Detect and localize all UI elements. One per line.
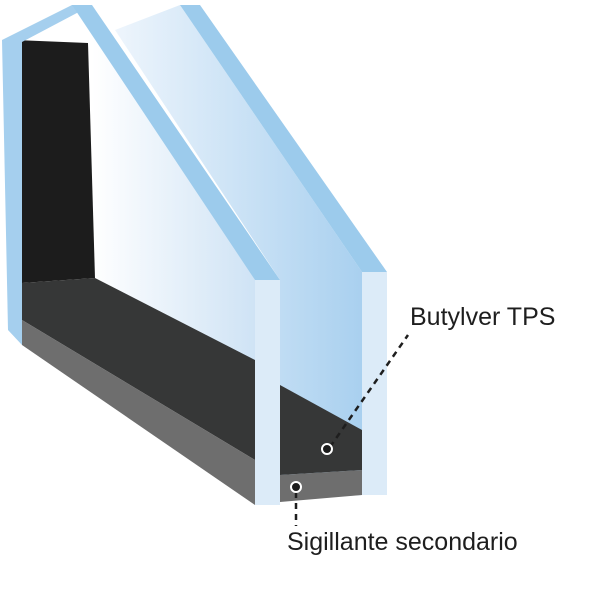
seal-bottom <box>22 320 255 505</box>
inner-pane-face <box>115 5 362 500</box>
left-pane-diagonal <box>72 5 280 280</box>
spacer-vertical <box>15 40 95 283</box>
butyl-leader-line <box>328 334 410 448</box>
butyl-marker <box>321 443 333 455</box>
spacer-bottom-top <box>22 278 255 460</box>
seal-marker <box>290 481 302 493</box>
spacer-gap-front <box>280 385 362 475</box>
seal-gap-front <box>280 470 362 502</box>
left-pane-edge <box>2 5 92 345</box>
left-pane-front <box>255 280 280 505</box>
butyl-label: Butylver TPS <box>410 303 556 331</box>
secondary-seal-label: Sigillante secondario <box>287 528 518 556</box>
right-pane-diagonal <box>180 5 387 272</box>
